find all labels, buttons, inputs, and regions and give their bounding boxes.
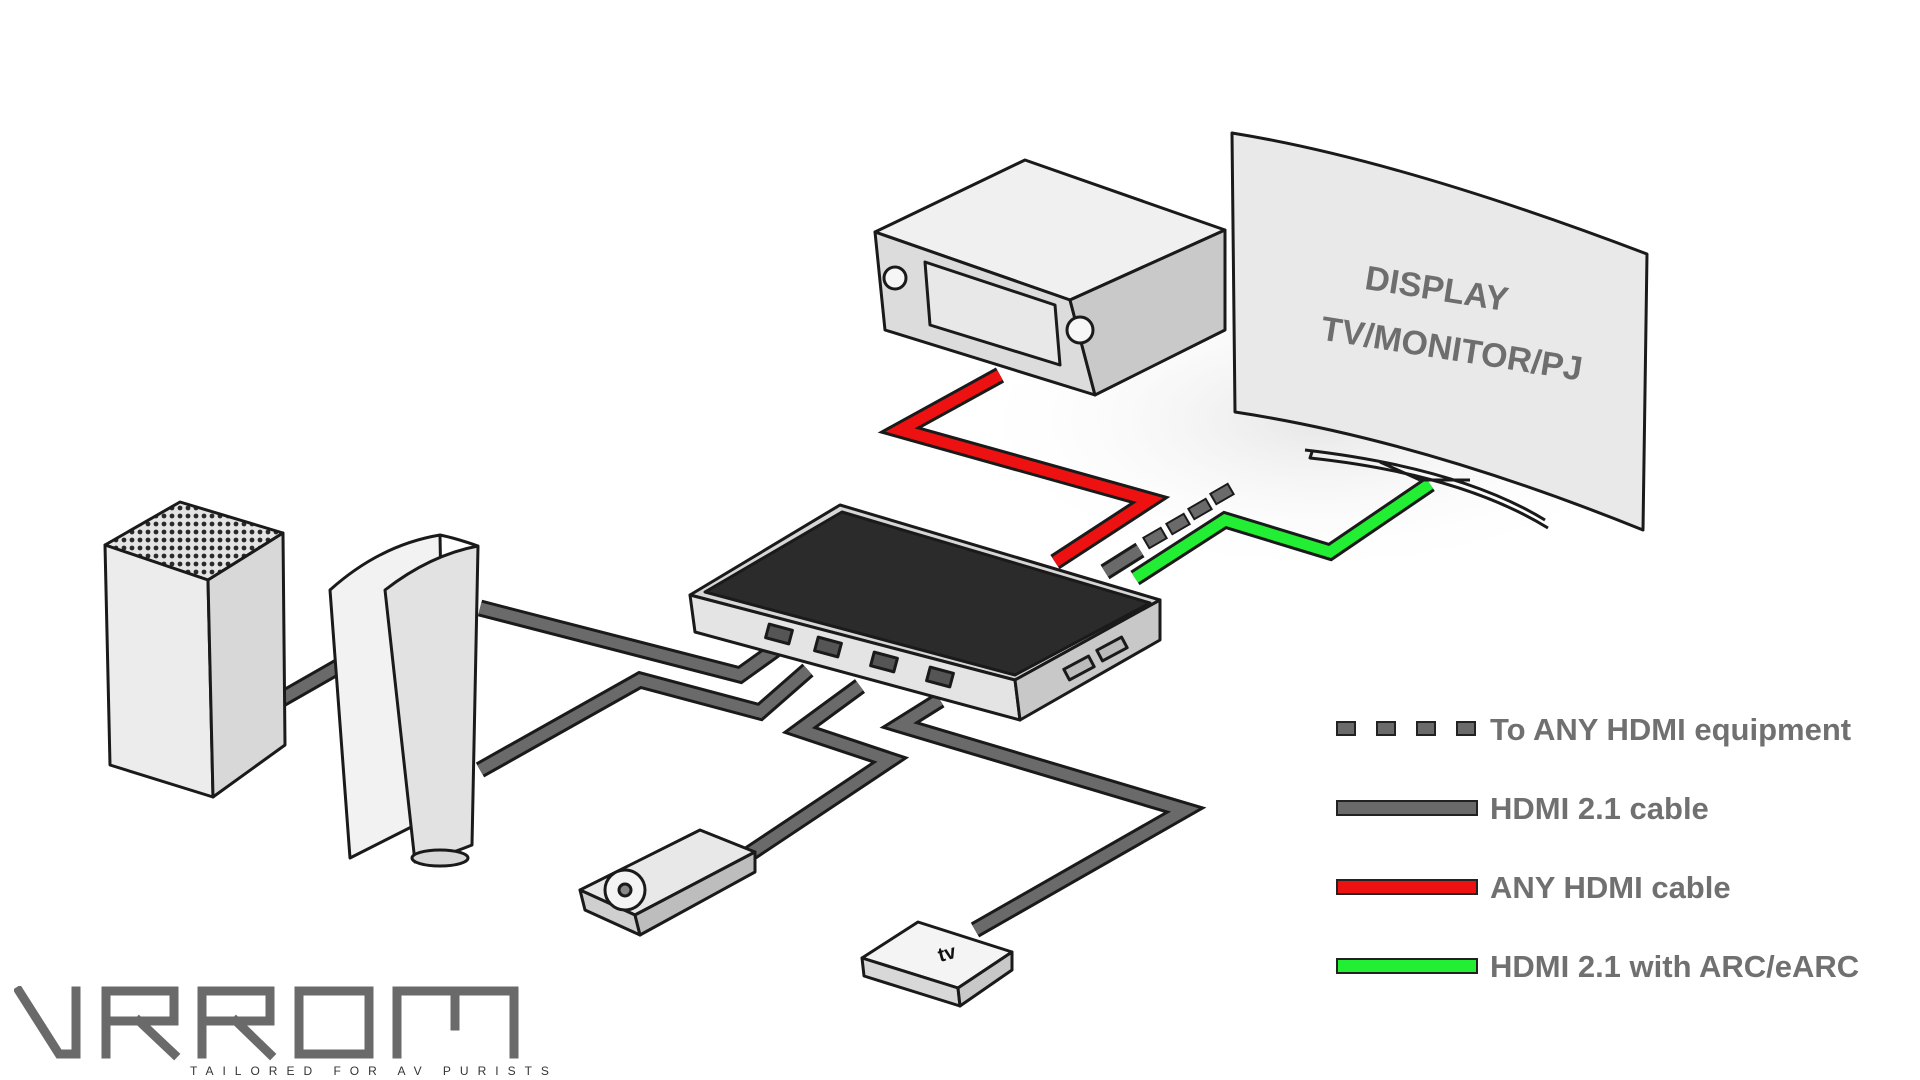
legend-item-hdmi21: HDMI 2.1 cable [1336, 769, 1896, 848]
legend-swatch-hdmi21 [1336, 800, 1478, 816]
legend-label-dashed: To ANY HDMI equipment [1490, 711, 1852, 747]
legend-label-hdmi21: HDMI 2.1 cable [1490, 790, 1709, 826]
cable-appletv [879, 692, 1207, 938]
hdmi21-cables [275, 542, 1207, 938]
ps5-console [328, 533, 480, 868]
cable-ps5-lower [475, 663, 814, 778]
hdmi-port-4 [925, 665, 955, 689]
appletv-label: tv [936, 941, 960, 967]
hdmi-switch [688, 503, 1162, 722]
vrroom-logo [14, 986, 519, 1061]
legend-swatch-dashed [1336, 721, 1478, 737]
logo-tagline: TAILORED FOR AV PURISTS [190, 1064, 558, 1078]
cable-any-hdmi [877, 367, 1171, 570]
apple-tv: tv [860, 920, 1014, 1008]
legend: To ANY HDMI equipment HDMI 2.1 cable ANY… [1336, 690, 1896, 1006]
volume-knob-right [1065, 315, 1095, 345]
display-tv: DISPLAY TV/MONITOR/PJ [1230, 131, 1649, 532]
out-port-1 [1062, 654, 1096, 682]
dashed-output [1141, 482, 1236, 550]
hdmi-port-3 [869, 650, 899, 674]
gpu-card [578, 828, 757, 937]
hdmi-port-2 [813, 635, 843, 659]
legend-swatch-any-hdmi [1336, 879, 1478, 895]
legend-item-earc: HDMI 2.1 with ARC/eARC [1336, 927, 1896, 1006]
legend-item-any-hdmi: ANY HDMI cable [1336, 848, 1896, 927]
legend-label-any-hdmi: ANY HDMI cable [1490, 869, 1731, 905]
volume-knob-left [882, 265, 908, 291]
out-port-2 [1095, 635, 1129, 663]
xbox-console [103, 500, 287, 799]
legend-label-earc: HDMI 2.1 with ARC/eARC [1490, 948, 1860, 984]
cable-earc [1130, 476, 1435, 586]
cable-output-gray [1100, 542, 1145, 580]
av-receiver [873, 158, 1227, 397]
cable-ps5-top [477, 599, 780, 685]
legend-swatch-earc [1336, 958, 1478, 974]
legend-item-dashed: To ANY HDMI equipment [1336, 690, 1896, 769]
cable-gpu [735, 679, 910, 868]
hdmi-port-1 [764, 622, 794, 646]
